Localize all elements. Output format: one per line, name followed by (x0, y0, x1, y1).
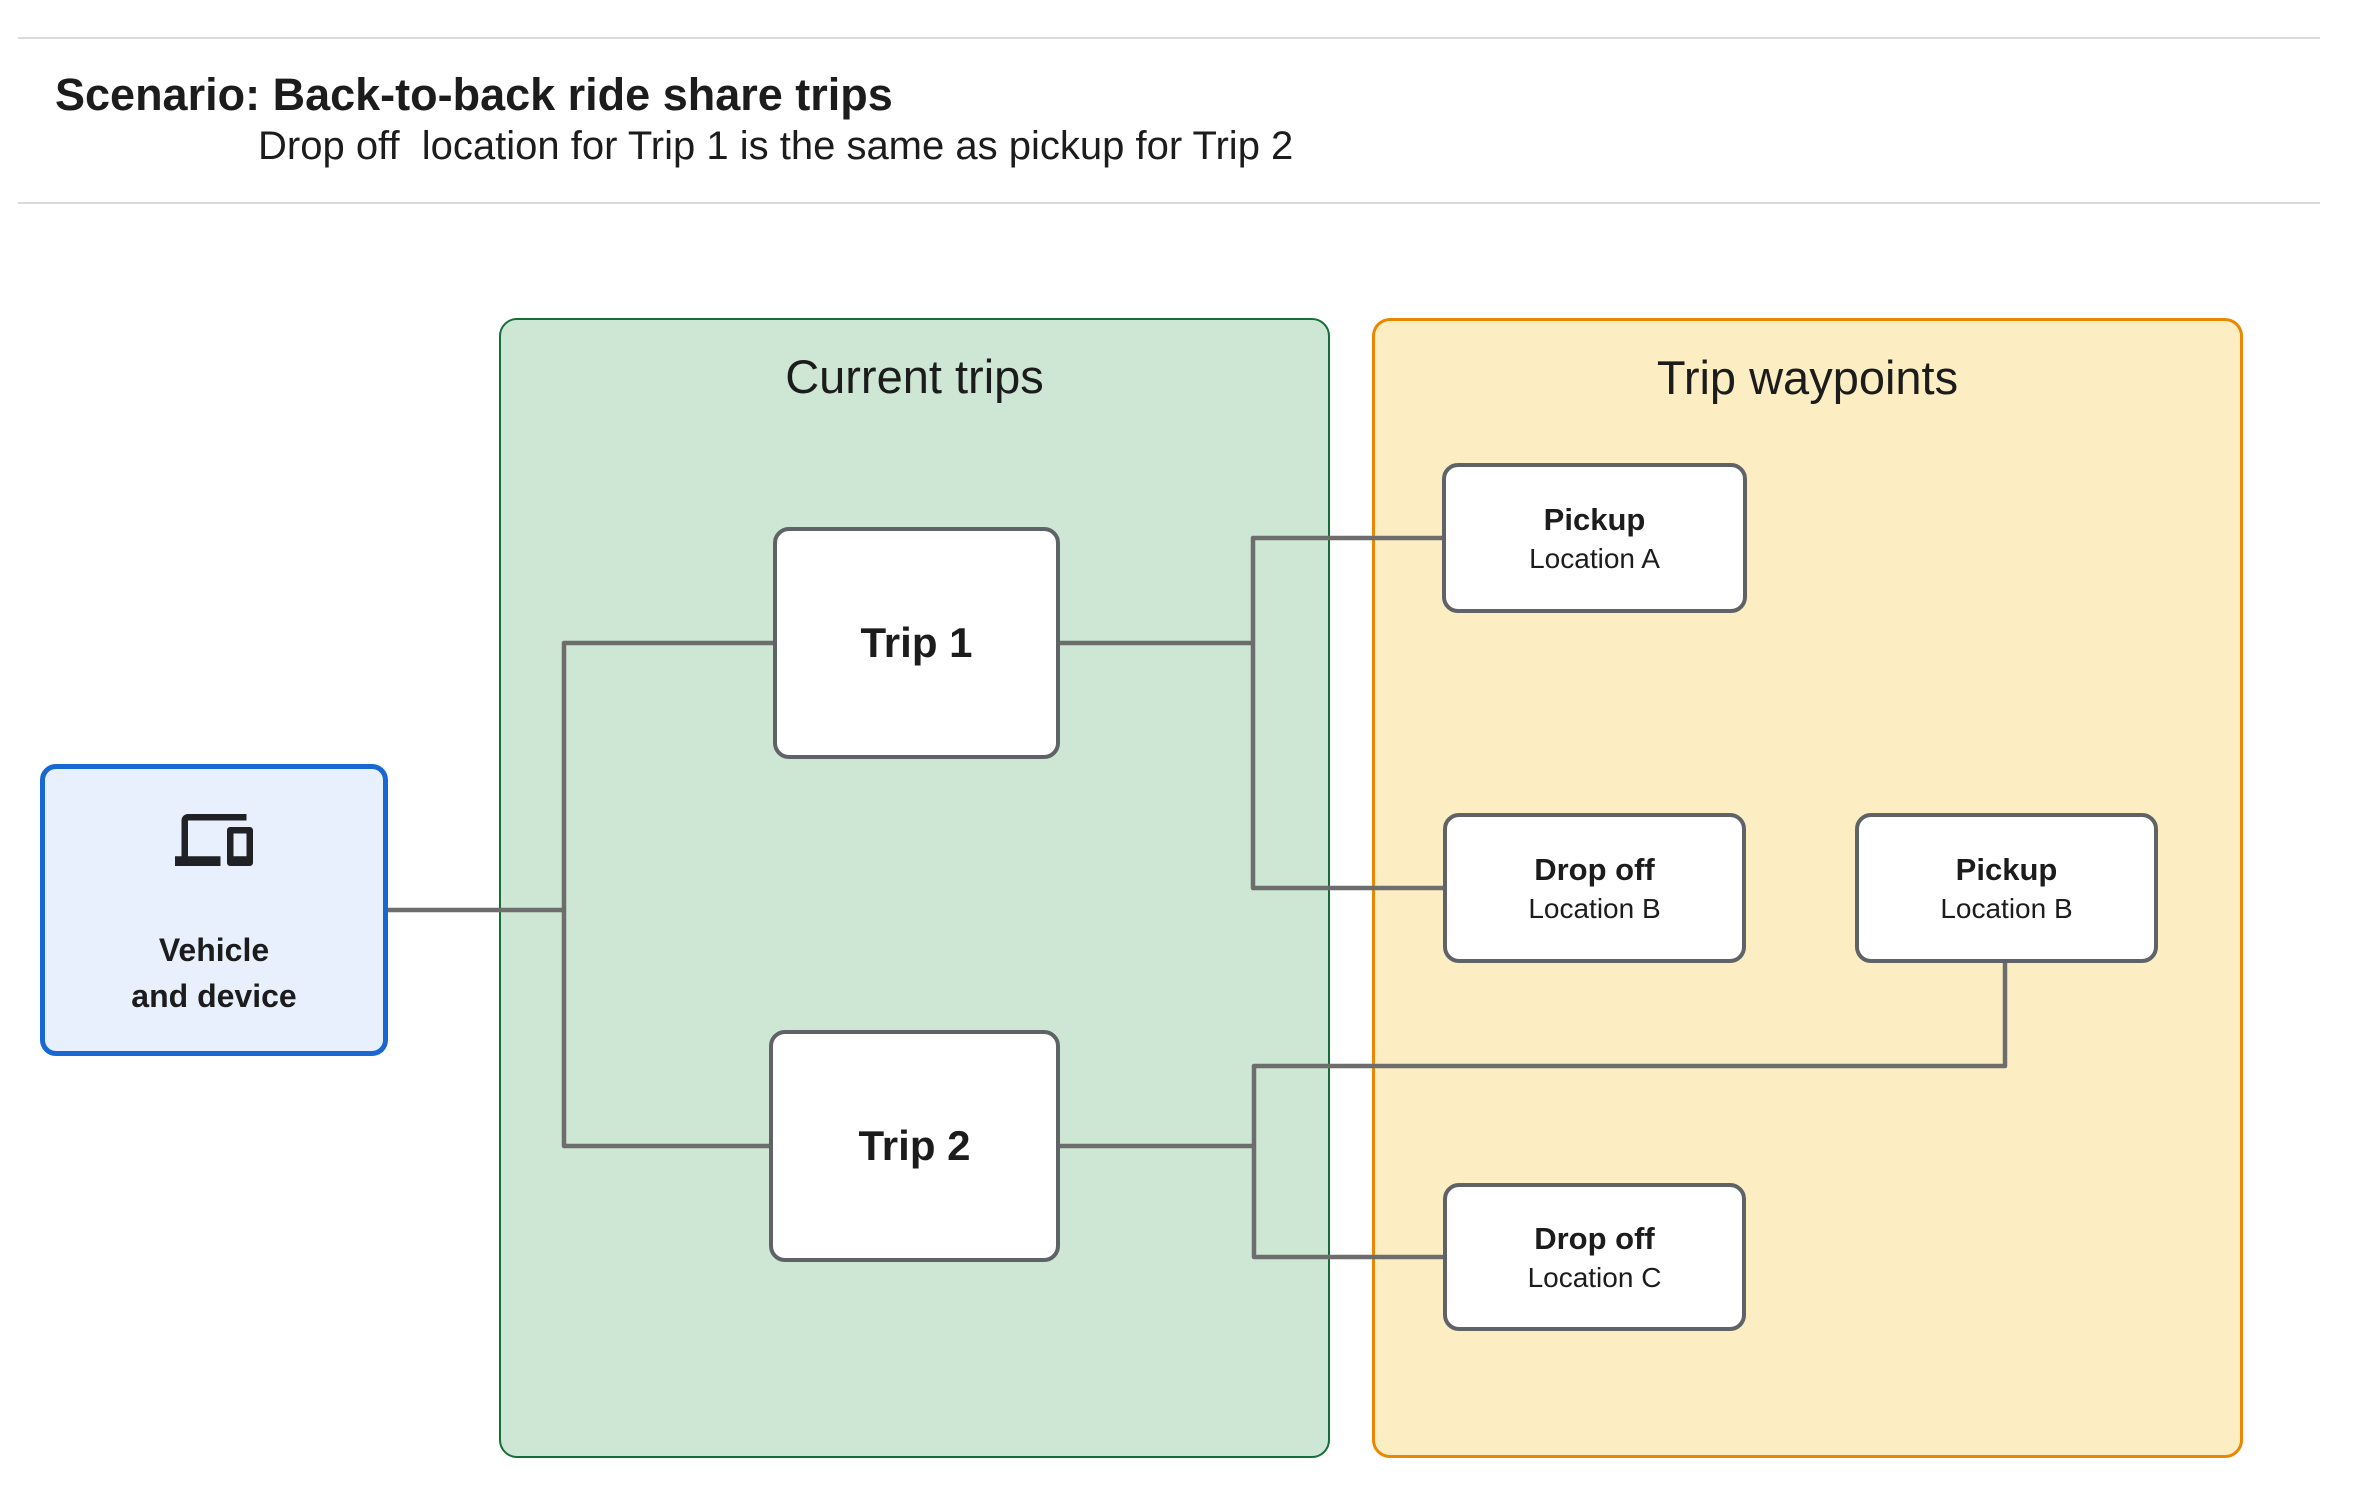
pickup-location-a-node: Pickup Location A (1442, 463, 1747, 613)
top-divider (18, 37, 2320, 39)
waypoint-type-label: Drop off (1534, 1221, 1655, 1256)
pickup-location-b-node: Pickup Location B (1855, 813, 2158, 963)
dropoff-location-c-node: Drop off Location C (1443, 1183, 1746, 1331)
waypoint-location-label: Location C (1527, 1262, 1662, 1293)
waypoint-type-label: Drop off (1534, 852, 1655, 887)
page-subtitle: Drop off location for Trip 1 is the same… (258, 124, 1294, 168)
vehicle-node-label: Vehicle and device (131, 927, 296, 1019)
waypoint-location-label: Location B (1528, 893, 1661, 924)
waypoint-location-label: Location A (1529, 543, 1660, 574)
current-trips-panel: Current trips (499, 318, 1330, 1458)
trip-2-label: Trip 2 (858, 1121, 971, 1169)
vehicle-label-line2: and device (131, 978, 297, 1014)
trip-1-label: Trip 1 (860, 618, 973, 666)
vehicle-and-device-node: Vehicle and device (40, 764, 388, 1056)
trip-1-node: Trip 1 (773, 527, 1060, 759)
trip-waypoints-panel-title: Trip waypoints (1656, 351, 1959, 404)
waypoint-type-label: Pickup (1543, 502, 1646, 537)
waypoint-location-label: Location B (1940, 893, 2073, 924)
waypoint-type-label: Pickup (1955, 852, 2058, 887)
devices-icon (175, 814, 253, 866)
vehicle-label-line1: Vehicle (158, 932, 270, 968)
trip-2-node: Trip 2 (769, 1030, 1060, 1262)
dropoff-location-b-node: Drop off Location B (1443, 813, 1746, 963)
header-divider (18, 202, 2320, 204)
current-trips-panel-title: Current trips (785, 350, 1044, 403)
page-title: Scenario: Back-to-back ride share trips (55, 69, 893, 120)
